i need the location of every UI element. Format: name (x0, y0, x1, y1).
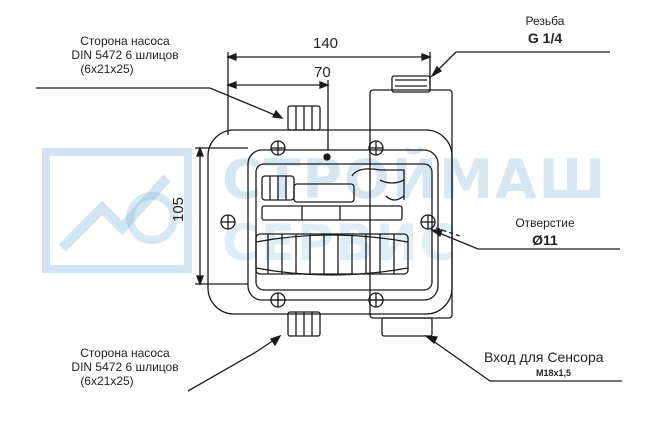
hole-label: Отверстие Ø11 (500, 216, 590, 247)
sensor-title: Вход для Сенсора (484, 349, 604, 365)
sensor-value: M18x1,5 (536, 368, 572, 378)
dimension-105: 105 (170, 196, 187, 222)
sensor-label: Вход для Сенсора M18x1,5 (484, 350, 604, 380)
thread-label: Резьба G 1/4 (500, 14, 590, 45)
hole-value: Ø11 (532, 232, 558, 248)
dimension-140: 140 (313, 35, 339, 52)
pump-side-top-line3: (6x21x25) (80, 62, 134, 76)
pump-side-top-line1: Сторона насоса (80, 34, 170, 48)
dimension-70: 70 (314, 64, 331, 81)
thread-value: G 1/4 (527, 30, 563, 46)
pump-side-top-label: Сторона насоса DIN 5472 6 шлицов (6x21x2… (40, 34, 210, 76)
pump-side-bottom-label: Сторона насоса DIN 5472 6 шлицов (6x21x2… (40, 346, 210, 388)
pump-side-bottom-line2: DIN 5472 6 шлицов (71, 360, 179, 374)
hole-title: Отверстие (515, 216, 575, 230)
pump-side-bottom-line1: Сторона насоса (80, 346, 170, 360)
pump-side-bottom-line3: (6x21x25) (80, 374, 134, 388)
pump-side-top-line2: DIN 5472 6 шлицов (71, 48, 179, 62)
watermark-logo-icon (42, 148, 192, 273)
watermark-line2: СЕРВИС (222, 214, 459, 272)
thread-title: Резьба (525, 14, 565, 28)
